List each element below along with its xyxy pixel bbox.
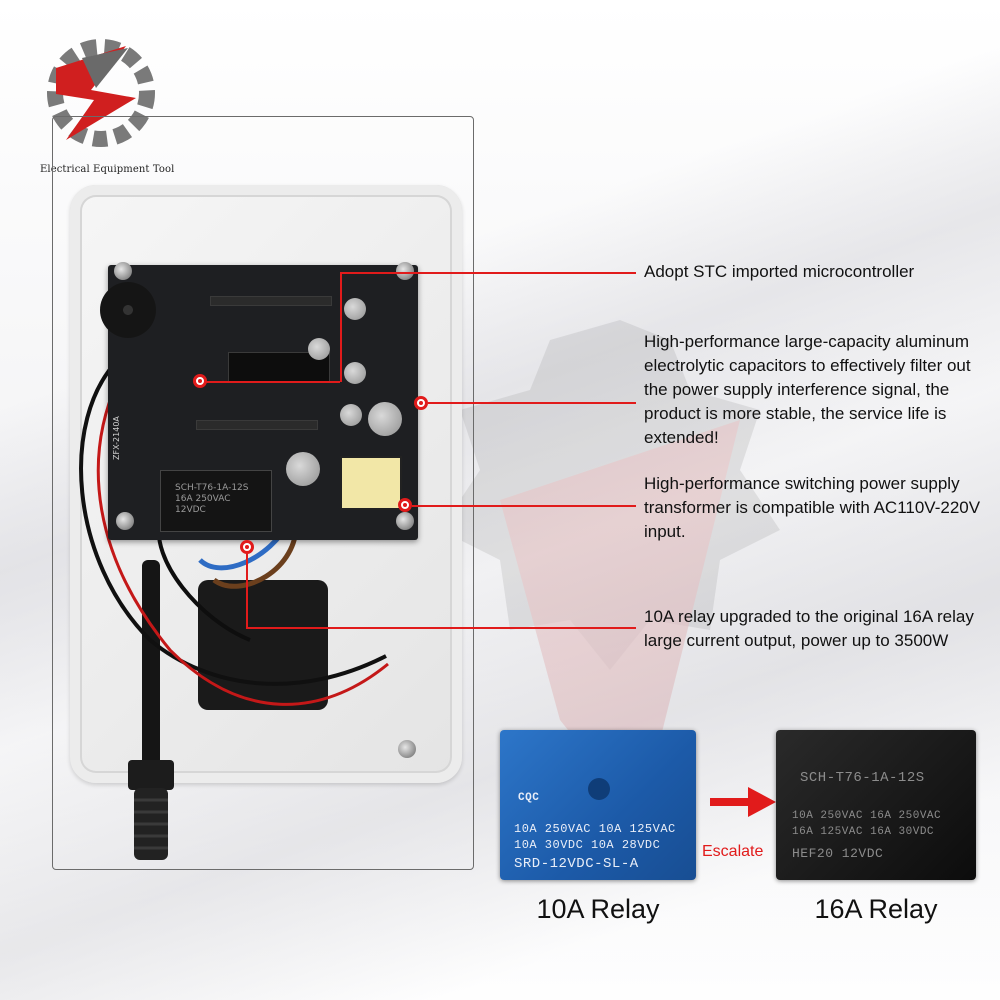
old-relay-spec: 10A 30VDC 10A 28VDC: [514, 838, 661, 852]
callout-text-2: High-performance large-capacity aluminum…: [644, 332, 971, 447]
callout-marker-2: [414, 396, 428, 410]
callout-line-2: [428, 402, 636, 404]
screw: [116, 512, 134, 530]
capacitor: [344, 298, 366, 320]
onboard-relay-label: SCH-T76-1A-12S: [175, 483, 249, 493]
onboard-relay: SCH-T76-1A-12S 16A 250VAC 12VDC: [160, 470, 272, 532]
brand-logo-icon: [47, 39, 155, 147]
arrow-label: Escalate: [702, 843, 764, 860]
pin-header: [196, 420, 318, 430]
callout-text-1: Adopt STC imported microcontroller: [644, 262, 915, 281]
callout-line-1: [340, 272, 636, 274]
callout-marker-3: [398, 498, 412, 512]
new-relay-spec: 10A 250VAC 16A 250VAC: [792, 810, 942, 822]
callout-line-1: [340, 272, 342, 382]
onboard-relay-label: 12VDC: [175, 505, 206, 515]
screw: [398, 740, 416, 758]
capacitor: [344, 362, 366, 384]
gear-watermark-icon: [440, 320, 780, 820]
screw: [114, 262, 132, 280]
onboard-relay-label: 16A 250VAC: [175, 494, 231, 504]
brand-name: Electrical Equipment Tool: [40, 164, 175, 175]
callout-line-3: [412, 505, 636, 507]
new-relay-spec: 16A 125VAC 16A 30VDC: [792, 826, 935, 838]
callout-line-4: [246, 552, 248, 628]
upgrade-arrow-icon: [710, 787, 776, 817]
screw: [396, 262, 414, 280]
capacitor: [308, 338, 330, 360]
callout-text-3: High-performance switching power supply …: [644, 474, 981, 541]
large-capacitor: [286, 452, 320, 486]
old-relay-model: SRD-12VDC-SL-A: [514, 856, 639, 872]
callout-line-4: [246, 627, 636, 629]
switching-transformer: [340, 456, 402, 510]
old-relay-spec: 10A 250VAC 10A 125VAC: [514, 822, 676, 836]
new-relay-model: SCH-T76-1A-12S: [800, 770, 925, 786]
relay-socket: [198, 580, 328, 710]
product-frame: [52, 116, 474, 870]
capacitor: [340, 404, 362, 426]
buzzer: [100, 282, 156, 338]
new-relay-caption: 16A Relay: [814, 894, 938, 924]
old-relay-caption: 10A Relay: [536, 894, 660, 924]
new-relay-spec: HEF20 12VDC: [792, 846, 884, 861]
screw: [396, 512, 414, 530]
relay-hole: [588, 778, 610, 800]
new-relay-photo: SCH-T76-1A-12S 10A 250VAC 16A 250VAC 16A…: [776, 730, 976, 880]
large-capacitor: [368, 402, 402, 436]
certification-mark: CQC: [518, 792, 540, 804]
board-model: ZFX-2140A: [112, 416, 121, 460]
old-relay-photo: CQC 10A 250VAC 10A 125VAC 10A 30VDC 10A …: [500, 730, 696, 880]
callout-line-1: [204, 381, 340, 383]
callout-text-4: 10A relay upgraded to the original 16A r…: [644, 607, 974, 650]
pin-header: [210, 296, 332, 306]
power-cable: [128, 560, 174, 860]
